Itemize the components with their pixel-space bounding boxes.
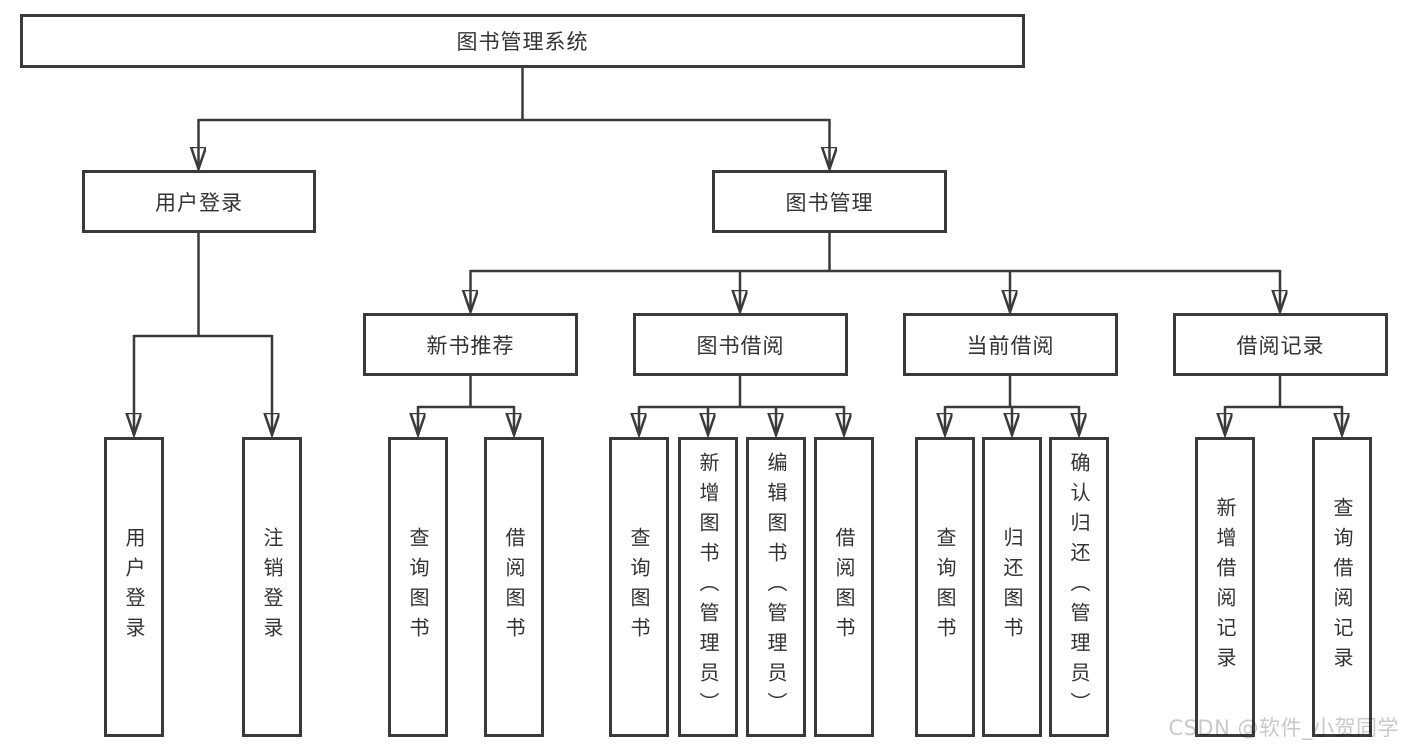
leaf-label: 注销登录 [260,527,284,647]
connector-book-management-trunk [470,233,1280,273]
leaf-add-borrow-record: 新增借阅记录 [1195,437,1255,737]
connector-current-borrowing-trunk [945,376,1079,409]
leaf-add-book-admin: 新增图书（管理员） [678,437,738,737]
leaf-query-books-current: 查询图书 [915,437,975,737]
leaf-query-books-borrowing: 查询图书 [609,437,669,737]
node-book-management: 图书管理 [712,170,947,233]
leaf-return-books: 归还图书 [982,437,1042,737]
leaf-label: 新增图书（管理员） [696,452,720,722]
leaf-edit-book-admin: 编辑图书（管理员） [746,437,806,737]
leaf-confirm-return-admin: 确认归还（管理员） [1049,437,1109,737]
connector-root-trunk [198,68,830,122]
leaf-query-borrow-record: 查询借阅记录 [1312,437,1372,737]
node-user-login: 用户登录 [82,170,316,233]
node-label: 借阅记录 [1236,333,1325,358]
node-label: 新书推荐 [426,333,515,358]
node-label: 图书管理 [785,190,874,215]
node-label: 当前借阅 [966,333,1055,358]
leaf-query-books-recommend: 查询图书 [388,437,448,737]
node-label: 图书借阅 [696,333,785,358]
connector-user-login-trunk [134,233,272,338]
leaf-logout: 注销登录 [242,437,302,737]
leaf-label: 新增借阅记录 [1213,497,1237,677]
csdn-watermark: CSDN @软件_小贺同学 [1168,716,1399,740]
leaf-user-login: 用户登录 [104,437,164,737]
leaf-label: 确认归还（管理员） [1067,452,1091,722]
connector-new-book-trunk [418,376,514,409]
leaf-label: 用户登录 [122,527,146,647]
connector-borrowing-records-trunk [1225,376,1342,409]
node-book-borrowing: 图书借阅 [633,313,848,376]
node-label: 图书管理系统 [456,30,589,54]
leaf-borrow-books-borrowing: 借阅图书 [814,437,874,737]
node-label: 用户登录 [155,190,243,215]
leaf-borrow-books-recommend: 借阅图书 [484,437,544,737]
leaf-label: 查询图书 [406,527,430,647]
leaf-label: 借阅图书 [832,527,856,647]
leaf-label: 编辑图书（管理员） [764,452,788,722]
node-borrowing-records: 借阅记录 [1173,313,1388,376]
node-book-management-system: 图书管理系统 [20,14,1025,68]
leaf-label: 借阅图书 [502,527,526,647]
node-current-borrowing: 当前借阅 [903,313,1118,376]
connector-book-borrowing-trunk [639,376,844,409]
node-new-book-recommend: 新书推荐 [363,313,578,376]
leaf-label: 查询图书 [933,527,957,647]
leaf-label: 查询图书 [627,527,651,647]
leaf-label: 归还图书 [1000,527,1024,647]
leaf-label: 查询借阅记录 [1330,497,1354,677]
